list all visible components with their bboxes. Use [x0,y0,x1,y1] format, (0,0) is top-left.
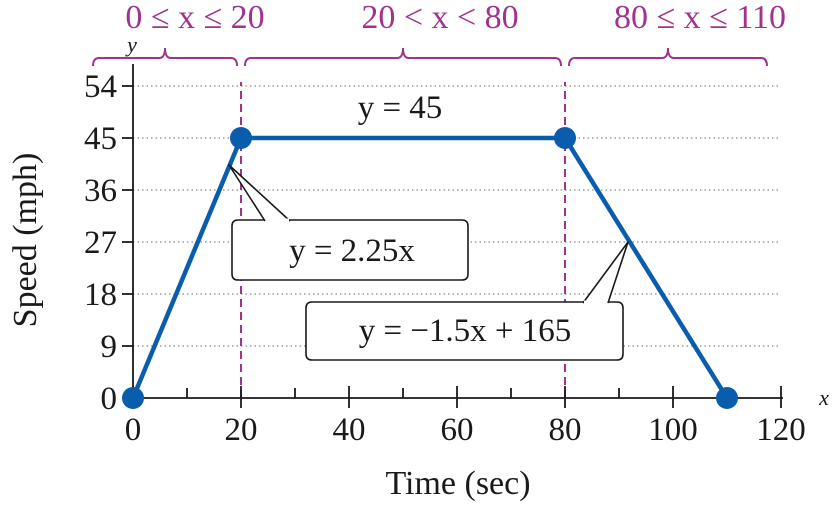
x-tick-label: 80 [549,412,582,448]
domain-brace-1 [244,47,562,67]
domain-label-1: 20 < x < 80 [361,0,518,36]
equation-rising-pointer [228,164,291,222]
x-tick-label: 60 [441,412,474,448]
y-axis-letter: y [125,32,137,57]
domain-brace-0 [92,47,238,67]
y-tick-label: 0 [101,381,118,417]
x-tick-label: 20 [225,412,258,448]
equation-falling-pointer [582,241,629,304]
equation-constant: y = 45 [358,90,443,126]
y-tick-label: 45 [84,121,117,157]
y-tick-label: 36 [84,173,117,209]
y-tick-label: 18 [84,277,117,313]
domain-brace-2 [568,47,768,67]
y-tick-label: 27 [84,225,117,261]
domain-braces: 0 ≤ x ≤ 20 20 < x < 80 80 ≤ x ≤ 110 [92,0,786,67]
x-axis-title: Time (sec) [385,465,530,502]
x-tick-label: 0 [125,412,142,448]
x-tick-label: 120 [756,412,806,448]
data-point-110-0 [716,387,738,409]
y-axis-title: Speed (mph) [7,153,44,328]
equation-rising: y = 2.25x [289,233,415,269]
axis-ticks: 0 9 18 27 36 45 54 0 20 40 60 80 100 120 [84,69,806,448]
data-point-20-45 [230,127,252,149]
domain-label-2: 80 ≤ x ≤ 110 [614,0,786,36]
y-tick-label: 54 [84,69,117,105]
x-tick-label: 40 [333,412,366,448]
equation-callouts: y = 45 y = 2.25x y = −1.5x + 165 [228,90,629,361]
series-layer [122,127,738,409]
equation-falling: y = −1.5x + 165 [359,313,572,349]
x-tick-label: 100 [648,412,698,448]
series-line-0 [130,135,729,400]
y-tick-label: 9 [101,329,118,365]
x-axis-letter: x [818,385,829,410]
equation-falling-callout [305,301,624,361]
data-point-0-0 [122,387,144,409]
equation-rising-callout [231,219,469,281]
data-point-80-45 [554,127,576,149]
domain-label-0: 0 ≤ x ≤ 20 [125,0,264,36]
